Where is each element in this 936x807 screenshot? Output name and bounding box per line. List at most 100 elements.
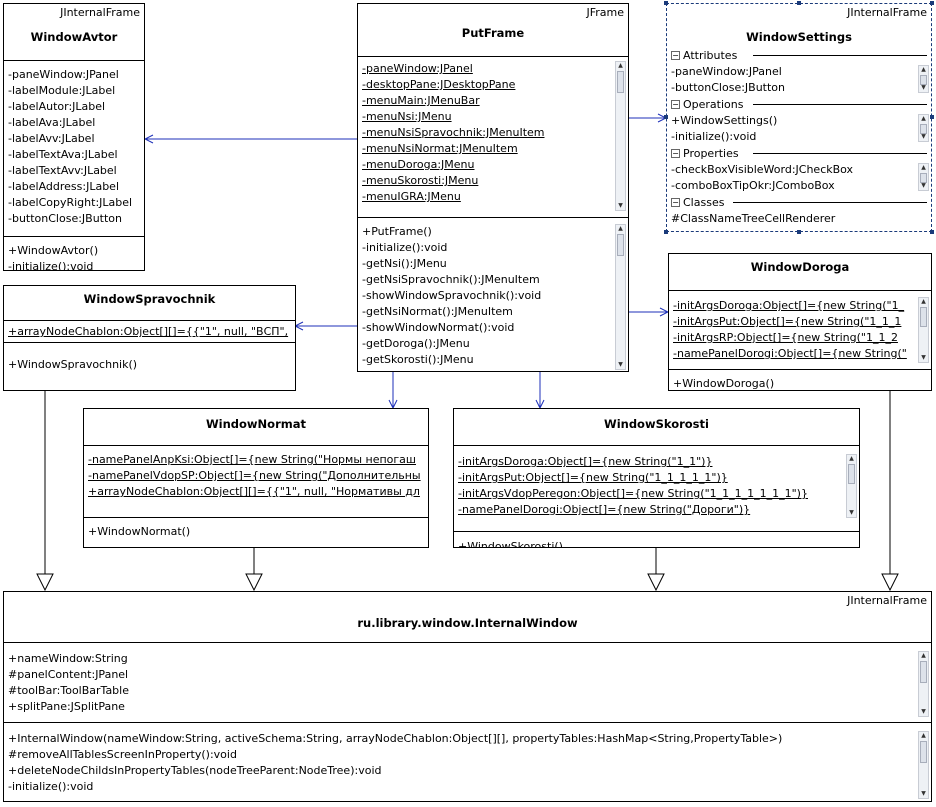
scroll-thumb[interactable] bbox=[617, 234, 624, 256]
scroll-thumb[interactable] bbox=[848, 464, 855, 484]
class-window-doroga[interactable]: WindowDoroga -initArgsDoroga:Object[]={n… bbox=[668, 253, 932, 391]
generalization-windowskorosti[interactable] bbox=[647, 548, 665, 592]
collapse-icon[interactable]: − bbox=[671, 100, 680, 109]
member-line: -labelCopyRight:JLabel bbox=[8, 196, 133, 209]
scroll-down-arrow-icon[interactable]: ▼ bbox=[921, 84, 926, 91]
member-line: -menuMain:JMenuBar bbox=[362, 94, 480, 107]
member-line: -paneWindow:JPanel bbox=[362, 62, 473, 75]
scroll-down-arrow-icon[interactable]: ▼ bbox=[921, 133, 926, 140]
section-header-classes[interactable]: −Classes bbox=[671, 195, 927, 210]
scroll-down-arrow-icon[interactable]: ▼ bbox=[849, 509, 854, 516]
member-line: -menuNsiSpravochnik:JMenuItem bbox=[362, 126, 545, 139]
member-line: -namePanelVdopSP:Object[]={new String("Д… bbox=[88, 469, 421, 482]
member-line: -labelAutor:JLabel bbox=[8, 100, 106, 113]
stereotype-label: JInternalFrame bbox=[847, 594, 927, 607]
scroll-down-arrow-icon[interactable]: ▼ bbox=[618, 361, 623, 368]
selection-handle[interactable] bbox=[797, 1, 801, 5]
scroll-up-arrow-icon[interactable]: ▲ bbox=[921, 652, 926, 659]
member-line: -menuNsi:JMenu bbox=[362, 110, 452, 123]
scroll-thumb[interactable] bbox=[920, 741, 927, 763]
generalization-windowdoroga[interactable] bbox=[881, 391, 899, 592]
scrollbar[interactable]: ▲▼ bbox=[918, 163, 929, 191]
scroll-down-arrow-icon[interactable]: ▼ bbox=[921, 790, 926, 797]
selection-handle[interactable] bbox=[930, 230, 934, 234]
scroll-thumb[interactable] bbox=[617, 71, 624, 93]
collapse-icon[interactable]: − bbox=[671, 198, 680, 207]
scrollbar[interactable]: ▲▼ bbox=[918, 297, 929, 363]
scroll-up-arrow-icon[interactable]: ▲ bbox=[849, 455, 854, 462]
section-header-operations[interactable]: −Operations bbox=[671, 97, 927, 112]
section-divider bbox=[733, 202, 927, 203]
member-line: +arrayNodeChablon:Object[][]={{"1", null… bbox=[8, 325, 289, 338]
scrollbar[interactable]: ▲▼ bbox=[918, 114, 929, 142]
scrollbar[interactable]: ▲▼ bbox=[918, 65, 929, 93]
operations-compartment: +WindowAvtor() -initialize():void bbox=[4, 236, 144, 270]
scroll-up-arrow-icon[interactable]: ▲ bbox=[921, 164, 926, 171]
scrollbar[interactable]: ▲▼ bbox=[918, 651, 929, 717]
member-line: -initialize():void bbox=[8, 260, 94, 270]
scroll-down-arrow-icon[interactable]: ▼ bbox=[921, 354, 926, 361]
member-line: -namePanelDorogi:Object[]={new String("Д… bbox=[458, 503, 751, 516]
attributes-compartment: -initArgsDoroga:Object[]={new String("1_… bbox=[454, 445, 859, 532]
scroll-down-arrow-icon[interactable]: ▼ bbox=[921, 182, 926, 189]
collapse-icon[interactable]: − bbox=[671, 51, 680, 60]
class-name: PutFrame bbox=[461, 26, 525, 40]
scroll-up-arrow-icon[interactable]: ▲ bbox=[618, 62, 623, 69]
section-title: Attributes bbox=[683, 49, 738, 62]
class-window-spravochnik[interactable]: WindowSpravochnik +arrayNodeChablon:Obje… bbox=[3, 285, 296, 391]
scrollbar[interactable]: ▲▼ bbox=[846, 454, 857, 518]
section-header-attributes[interactable]: −Attributes bbox=[671, 48, 927, 63]
member-line: -labelAvv:JLabel bbox=[8, 132, 95, 145]
generalization-windownormat[interactable] bbox=[245, 548, 263, 592]
class-window-avtor[interactable]: JInternalFrame WindowAvtor -paneWindow:J… bbox=[3, 3, 145, 271]
class-name: WindowNormat bbox=[205, 417, 306, 431]
member-line: +PutFrame() bbox=[362, 225, 432, 238]
selection-handle[interactable] bbox=[797, 230, 801, 234]
class-name: WindowSpravochnik bbox=[83, 292, 216, 306]
member-line: +deleteNodeChildsInPropertyTables(nodeTr… bbox=[8, 764, 382, 777]
selection-handle[interactable] bbox=[930, 115, 934, 119]
section-divider bbox=[753, 153, 927, 154]
scroll-down-arrow-icon[interactable]: ▼ bbox=[618, 202, 623, 209]
scrollbar[interactable]: ▲▼ bbox=[615, 61, 626, 211]
class-internal-window[interactable]: JInternalFrame ru.library.window.Interna… bbox=[3, 591, 932, 802]
scroll-up-arrow-icon[interactable]: ▲ bbox=[618, 225, 623, 232]
member-line: +WindowAvtor() bbox=[8, 244, 99, 257]
selection-handle[interactable] bbox=[664, 115, 668, 119]
member-line: +WindowSkorosti() bbox=[458, 540, 563, 547]
scroll-down-arrow-icon[interactable]: ▼ bbox=[921, 708, 926, 715]
scroll-thumb[interactable] bbox=[920, 75, 927, 85]
scroll-thumb[interactable] bbox=[920, 307, 927, 327]
member-line: -buttonClose:JButton bbox=[671, 81, 786, 94]
generalization-windowspravochnik[interactable] bbox=[36, 391, 54, 592]
class-window-skorosti[interactable]: WindowSkorosti -initArgsDoroga:Object[]=… bbox=[453, 408, 860, 548]
scrollbar[interactable]: ▲▼ bbox=[918, 731, 929, 799]
member-line: -initialize():void bbox=[8, 780, 94, 793]
scroll-up-arrow-icon[interactable]: ▲ bbox=[921, 732, 926, 739]
attributes-compartment: +arrayNodeChablon:Object[][]={{"1", null… bbox=[4, 320, 295, 343]
section-header-properties[interactable]: −Properties bbox=[671, 146, 927, 161]
member-line: -desktopPane:JDesktopPane bbox=[362, 78, 516, 91]
member-line: -labelModule:JLabel bbox=[8, 84, 116, 97]
attributes-compartment: -paneWindow:JPanel-labelModule:JLabel-la… bbox=[4, 60, 144, 237]
operations-compartment: +InternalWindow(nameWindow:String, activ… bbox=[4, 722, 931, 801]
member-line: -checkBoxVisibleWord:JCheckBox bbox=[671, 163, 854, 176]
scroll-up-arrow-icon[interactable]: ▲ bbox=[921, 66, 926, 73]
member-line: -labelAva:JLabel bbox=[8, 116, 96, 129]
class-put-frame[interactable]: JFrame PutFrame -paneWindow:JPanel-deskt… bbox=[357, 3, 629, 372]
scroll-thumb[interactable] bbox=[920, 661, 927, 683]
selection-handle[interactable] bbox=[930, 1, 934, 5]
scrollbar[interactable]: ▲▼ bbox=[615, 224, 626, 370]
selection-handle[interactable] bbox=[664, 1, 668, 5]
scroll-thumb[interactable] bbox=[920, 124, 927, 134]
scroll-thumb[interactable] bbox=[920, 173, 927, 183]
selection-handle[interactable] bbox=[664, 230, 668, 234]
scroll-up-arrow-icon[interactable]: ▲ bbox=[921, 298, 926, 305]
member-line: -labelAddress:JLabel bbox=[8, 180, 120, 193]
class-window-normat[interactable]: WindowNormat -namePanelAnpKsi:Object[]={… bbox=[83, 408, 429, 548]
member-line: -getNsi():JMenu bbox=[362, 257, 447, 270]
class-window-settings[interactable]: JInternalFrame WindowSettings −Attribute… bbox=[666, 3, 932, 232]
member-line: -getNsiNormat():JMenuItem bbox=[362, 305, 513, 318]
scroll-up-arrow-icon[interactable]: ▲ bbox=[921, 115, 926, 122]
collapse-icon[interactable]: − bbox=[671, 149, 680, 158]
